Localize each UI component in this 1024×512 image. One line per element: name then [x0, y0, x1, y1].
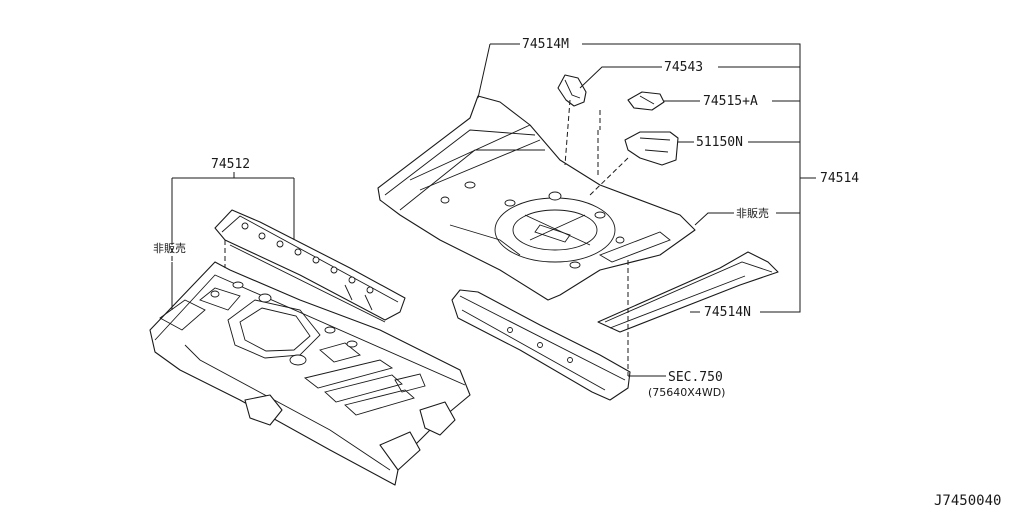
label-sec750: SEC.750	[668, 370, 723, 385]
label-74515A: 74515+A	[703, 94, 758, 109]
label-74512: 74512	[211, 157, 250, 172]
label-74514N: 74514N	[704, 305, 751, 320]
label-74543: 74543	[664, 60, 703, 75]
part-sec750-rear-member[interactable]	[451, 289, 631, 401]
label-sec750-ref: (75640X4WD)	[648, 386, 725, 399]
label-74514: 74514	[820, 171, 859, 186]
part-74514M-rear-floor-main[interactable]	[377, 95, 696, 301]
part-74514N-side-member[interactable]	[597, 251, 779, 333]
dashed-guide-lines	[171, 99, 629, 376]
part-74512-rear-floor[interactable]	[149, 261, 471, 486]
label-74514M: 74514M	[522, 37, 569, 52]
part-51150N-bracket[interactable]	[624, 131, 679, 166]
label-51150N: 51150N	[696, 135, 743, 150]
diagram-code: J7450040	[934, 493, 1001, 509]
label-not-sold-right: 非販売	[736, 207, 769, 220]
part-74543-bracket[interactable]	[557, 74, 587, 107]
part-74515A-bracket[interactable]	[627, 91, 665, 111]
label-not-sold-left: 非販売	[153, 242, 186, 255]
part-74512-crossmember[interactable]	[214, 209, 406, 323]
leader-lines	[171, 43, 816, 377]
